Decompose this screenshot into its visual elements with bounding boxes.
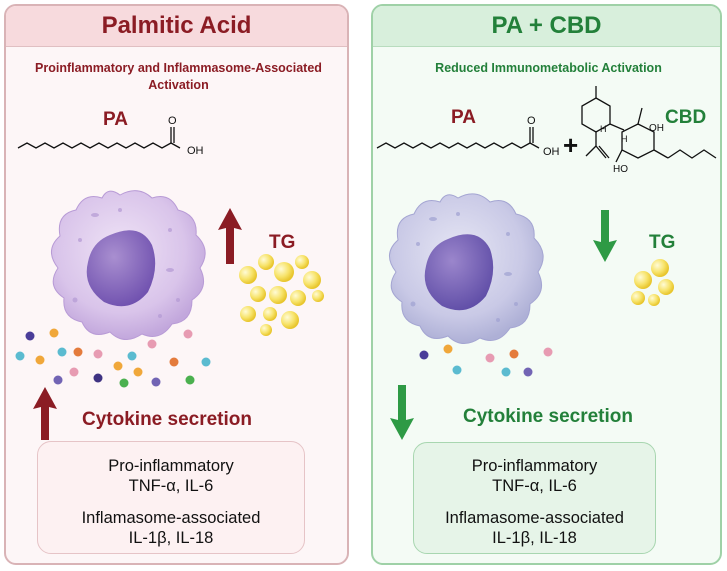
cytokine-group-title: Inflamasome-associated [445,509,624,527]
arrow-up-icon [218,208,242,264]
hydrogen-label: H [600,124,607,134]
hydroxyl-label: OH [649,123,664,134]
panel-title: PA + CBD [373,6,720,47]
hydroxyl-label: HO [613,164,628,175]
plus-sign: + [563,130,579,160]
macrophage-cell-icon [51,190,206,340]
cytokine-group-items: TNF-α, IL-6 [492,477,577,495]
panel-subtitle: Proinflammatory and Inflammasome-Associa… [35,61,322,92]
cytokine-box: Pro-inflammatory TNF-α, IL-6 Inflamasome… [413,442,656,554]
cytokine-group-title: Inflamasome-associated [81,509,261,527]
tg-label: TG [269,232,296,253]
lipid-droplet-icon [239,254,324,336]
cytokine-group-title: Pro-inflammatory [108,457,234,475]
lipid-droplet-icon [631,259,674,306]
oxygen-atom: O [527,115,536,127]
panel-title: Palmitic Acid [6,6,347,47]
arrow-down-icon [390,385,414,440]
molecule-label-pa: PA [451,107,476,128]
panel-subtitle: Reduced Immunometabolic Activation [435,61,662,75]
arrow-down-icon [593,210,617,262]
hydroxyl-label: OH [187,145,204,157]
oxygen-atom: O [168,115,177,127]
palmitic-acid-structure-icon [376,127,540,149]
molecule-label-pa: PA [103,109,128,130]
panel-palmitic-acid: Palmitic Acid Proinflammatory and Inflam… [4,4,349,565]
cytokine-dot-icon [15,328,211,388]
molecule-label-cbd: CBD [665,107,707,128]
macrophage-cell-icon [389,193,544,344]
arrow-up-icon [33,387,57,440]
cannabidiol-structure-icon [581,86,717,163]
hydrogen-label: H [621,134,628,144]
cytokine-dot-icon [419,344,553,377]
cytokine-group-title: Pro-inflammatory [471,457,598,475]
cytokine-group-items: IL-1β, IL-18 [128,529,214,547]
cytokine-secretion-label: Cytokine secretion [82,409,252,430]
hydroxyl-label: OH [543,146,560,158]
cytokine-group-items: TNF-α, IL-6 [128,477,214,495]
cytokine-group-items: IL-1β, IL-18 [492,529,577,547]
cytokine-secretion-label: Cytokine secretion [463,406,633,427]
cytokine-box: Pro-inflammatory TNF-α, IL-6 Inflamasome… [37,441,305,554]
tg-label: TG [649,232,676,253]
palmitic-acid-structure-icon [17,127,181,149]
